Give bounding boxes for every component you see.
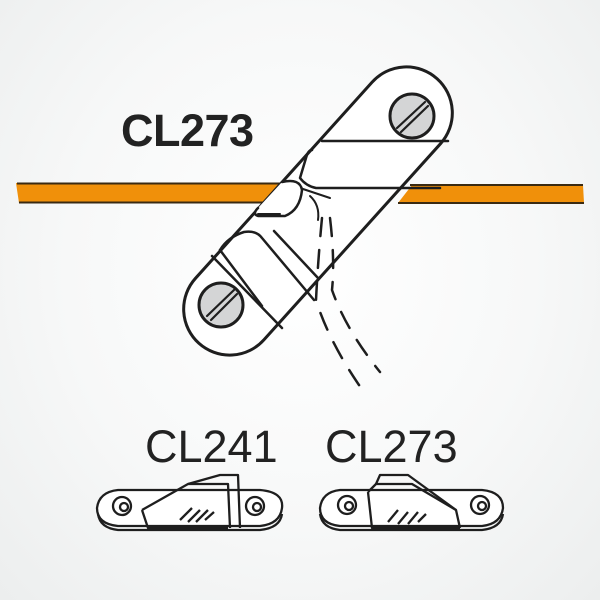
product-label-cl273: CL273 xyxy=(325,421,458,472)
cleat-cl241-icon xyxy=(95,473,284,532)
main-cleat xyxy=(182,65,454,357)
cleat-cl273-icon xyxy=(318,473,505,532)
screw-top-icon xyxy=(388,92,436,140)
rope-left xyxy=(16,182,303,204)
screw-bottom-icon xyxy=(197,281,245,329)
rope-right xyxy=(398,184,584,204)
main-cleat-label: CL273 xyxy=(121,105,254,156)
rope-release-path xyxy=(314,216,382,397)
product-label-cl241: CL241 xyxy=(145,421,278,472)
